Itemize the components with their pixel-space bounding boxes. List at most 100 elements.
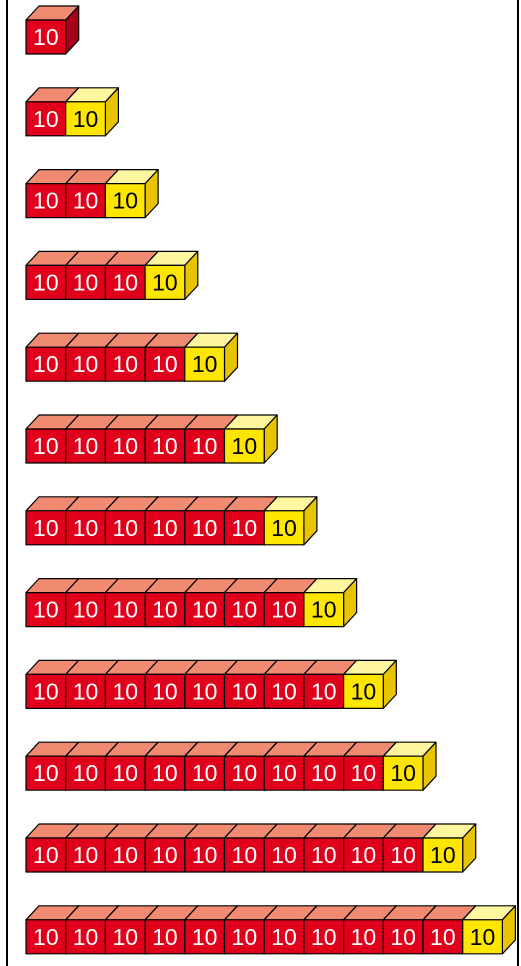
block-label: 10 <box>152 269 178 295</box>
block-label: 10 <box>152 433 178 459</box>
block-label: 10 <box>271 924 297 950</box>
block-label: 10 <box>112 597 138 623</box>
red-ten-block: 10 <box>26 6 79 54</box>
block-label: 10 <box>73 597 99 623</box>
yellow-ten-block: 10 <box>105 170 158 218</box>
block-label: 10 <box>73 842 99 868</box>
block-label: 10 <box>33 24 59 50</box>
yellow-ten-block: 10 <box>383 742 436 790</box>
block-label: 10 <box>152 678 178 704</box>
block-row: 10 <box>26 6 79 54</box>
block-label: 10 <box>192 515 218 541</box>
block-label: 10 <box>192 842 218 868</box>
block-label: 10 <box>232 924 258 950</box>
block-label: 10 <box>271 842 297 868</box>
block-label: 10 <box>112 842 138 868</box>
block-label: 10 <box>430 842 456 868</box>
block-label: 10 <box>311 842 337 868</box>
block-row: 10 10 10 10 10 <box>26 333 238 381</box>
block-label: 10 <box>192 351 218 377</box>
yellow-ten-block: 10 <box>185 333 238 381</box>
block-label: 10 <box>73 678 99 704</box>
block-label: 10 <box>73 351 99 377</box>
block-row: 10 10 10 <box>26 170 158 218</box>
yellow-ten-block: 10 <box>304 579 357 627</box>
yellow-ten-block: 10 <box>344 660 397 708</box>
block-label: 10 <box>33 842 59 868</box>
block-label: 10 <box>33 269 59 295</box>
yellow-ten-block: 10 <box>225 415 278 463</box>
block-label: 10 <box>33 188 59 214</box>
block-label: 10 <box>192 433 218 459</box>
block-label: 10 <box>33 678 59 704</box>
block-label: 10 <box>112 678 138 704</box>
block-label: 10 <box>152 351 178 377</box>
block-label: 10 <box>73 760 99 786</box>
block-label: 10 <box>271 597 297 623</box>
block-label: 10 <box>311 924 337 950</box>
block-label: 10 <box>192 760 218 786</box>
block-row: 10 10 10 10 10 10 10 10 10 10 10 <box>26 824 476 872</box>
block-label: 10 <box>232 678 258 704</box>
yellow-ten-block: 10 <box>423 824 476 872</box>
block-label: 10 <box>192 678 218 704</box>
block-label: 10 <box>470 924 496 950</box>
block-label: 10 <box>271 760 297 786</box>
block-label: 10 <box>351 842 377 868</box>
block-row: 10 10 10 10 10 10 10 10 <box>26 579 357 627</box>
block-label: 10 <box>73 188 99 214</box>
block-label: 10 <box>152 597 178 623</box>
block-label: 10 <box>390 924 416 950</box>
block-label: 10 <box>311 760 337 786</box>
block-label: 10 <box>311 678 337 704</box>
block-label: 10 <box>112 924 138 950</box>
yellow-ten-block: 10 <box>463 906 516 954</box>
block-label: 10 <box>112 760 138 786</box>
block-label: 10 <box>390 842 416 868</box>
block-label: 10 <box>351 924 377 950</box>
block-label: 10 <box>232 597 258 623</box>
block-row: 10 10 10 10 10 10 <box>26 415 277 463</box>
block-label: 10 <box>112 433 138 459</box>
block-label: 10 <box>271 678 297 704</box>
block-label: 10 <box>152 924 178 950</box>
block-label: 10 <box>73 269 99 295</box>
block-label: 10 <box>271 515 297 541</box>
block-label: 10 <box>73 924 99 950</box>
block-label: 10 <box>390 760 416 786</box>
block-row: 10 10 10 10 <box>26 251 198 299</box>
block-row: 10 10 10 10 10 10 10 10 10 10 <box>26 742 436 790</box>
block-label: 10 <box>112 188 138 214</box>
yellow-ten-block: 10 <box>66 88 119 136</box>
block-label: 10 <box>73 106 99 132</box>
block-label: 10 <box>430 924 456 950</box>
block-label: 10 <box>232 760 258 786</box>
block-label: 10 <box>112 269 138 295</box>
block-label: 10 <box>192 924 218 950</box>
block-label: 10 <box>232 515 258 541</box>
block-label: 10 <box>33 760 59 786</box>
block-label: 10 <box>152 760 178 786</box>
block-label: 10 <box>112 515 138 541</box>
block-row: 10 10 <box>26 88 118 136</box>
block-label: 10 <box>73 433 99 459</box>
block-label: 10 <box>192 597 218 623</box>
block-label: 10 <box>152 842 178 868</box>
block-label: 10 <box>232 842 258 868</box>
block-label: 10 <box>33 597 59 623</box>
block-label: 10 <box>73 515 99 541</box>
block-label: 10 <box>311 597 337 623</box>
block-row: 10 10 10 10 10 10 10 10 10 <box>26 660 396 708</box>
yellow-ten-block: 10 <box>145 251 198 299</box>
block-label: 10 <box>33 433 59 459</box>
block-label: 10 <box>33 515 59 541</box>
block-label: 10 <box>33 106 59 132</box>
block-label: 10 <box>112 351 138 377</box>
yellow-ten-block: 10 <box>264 497 317 545</box>
block-label: 10 <box>351 760 377 786</box>
block-label: 10 <box>33 351 59 377</box>
